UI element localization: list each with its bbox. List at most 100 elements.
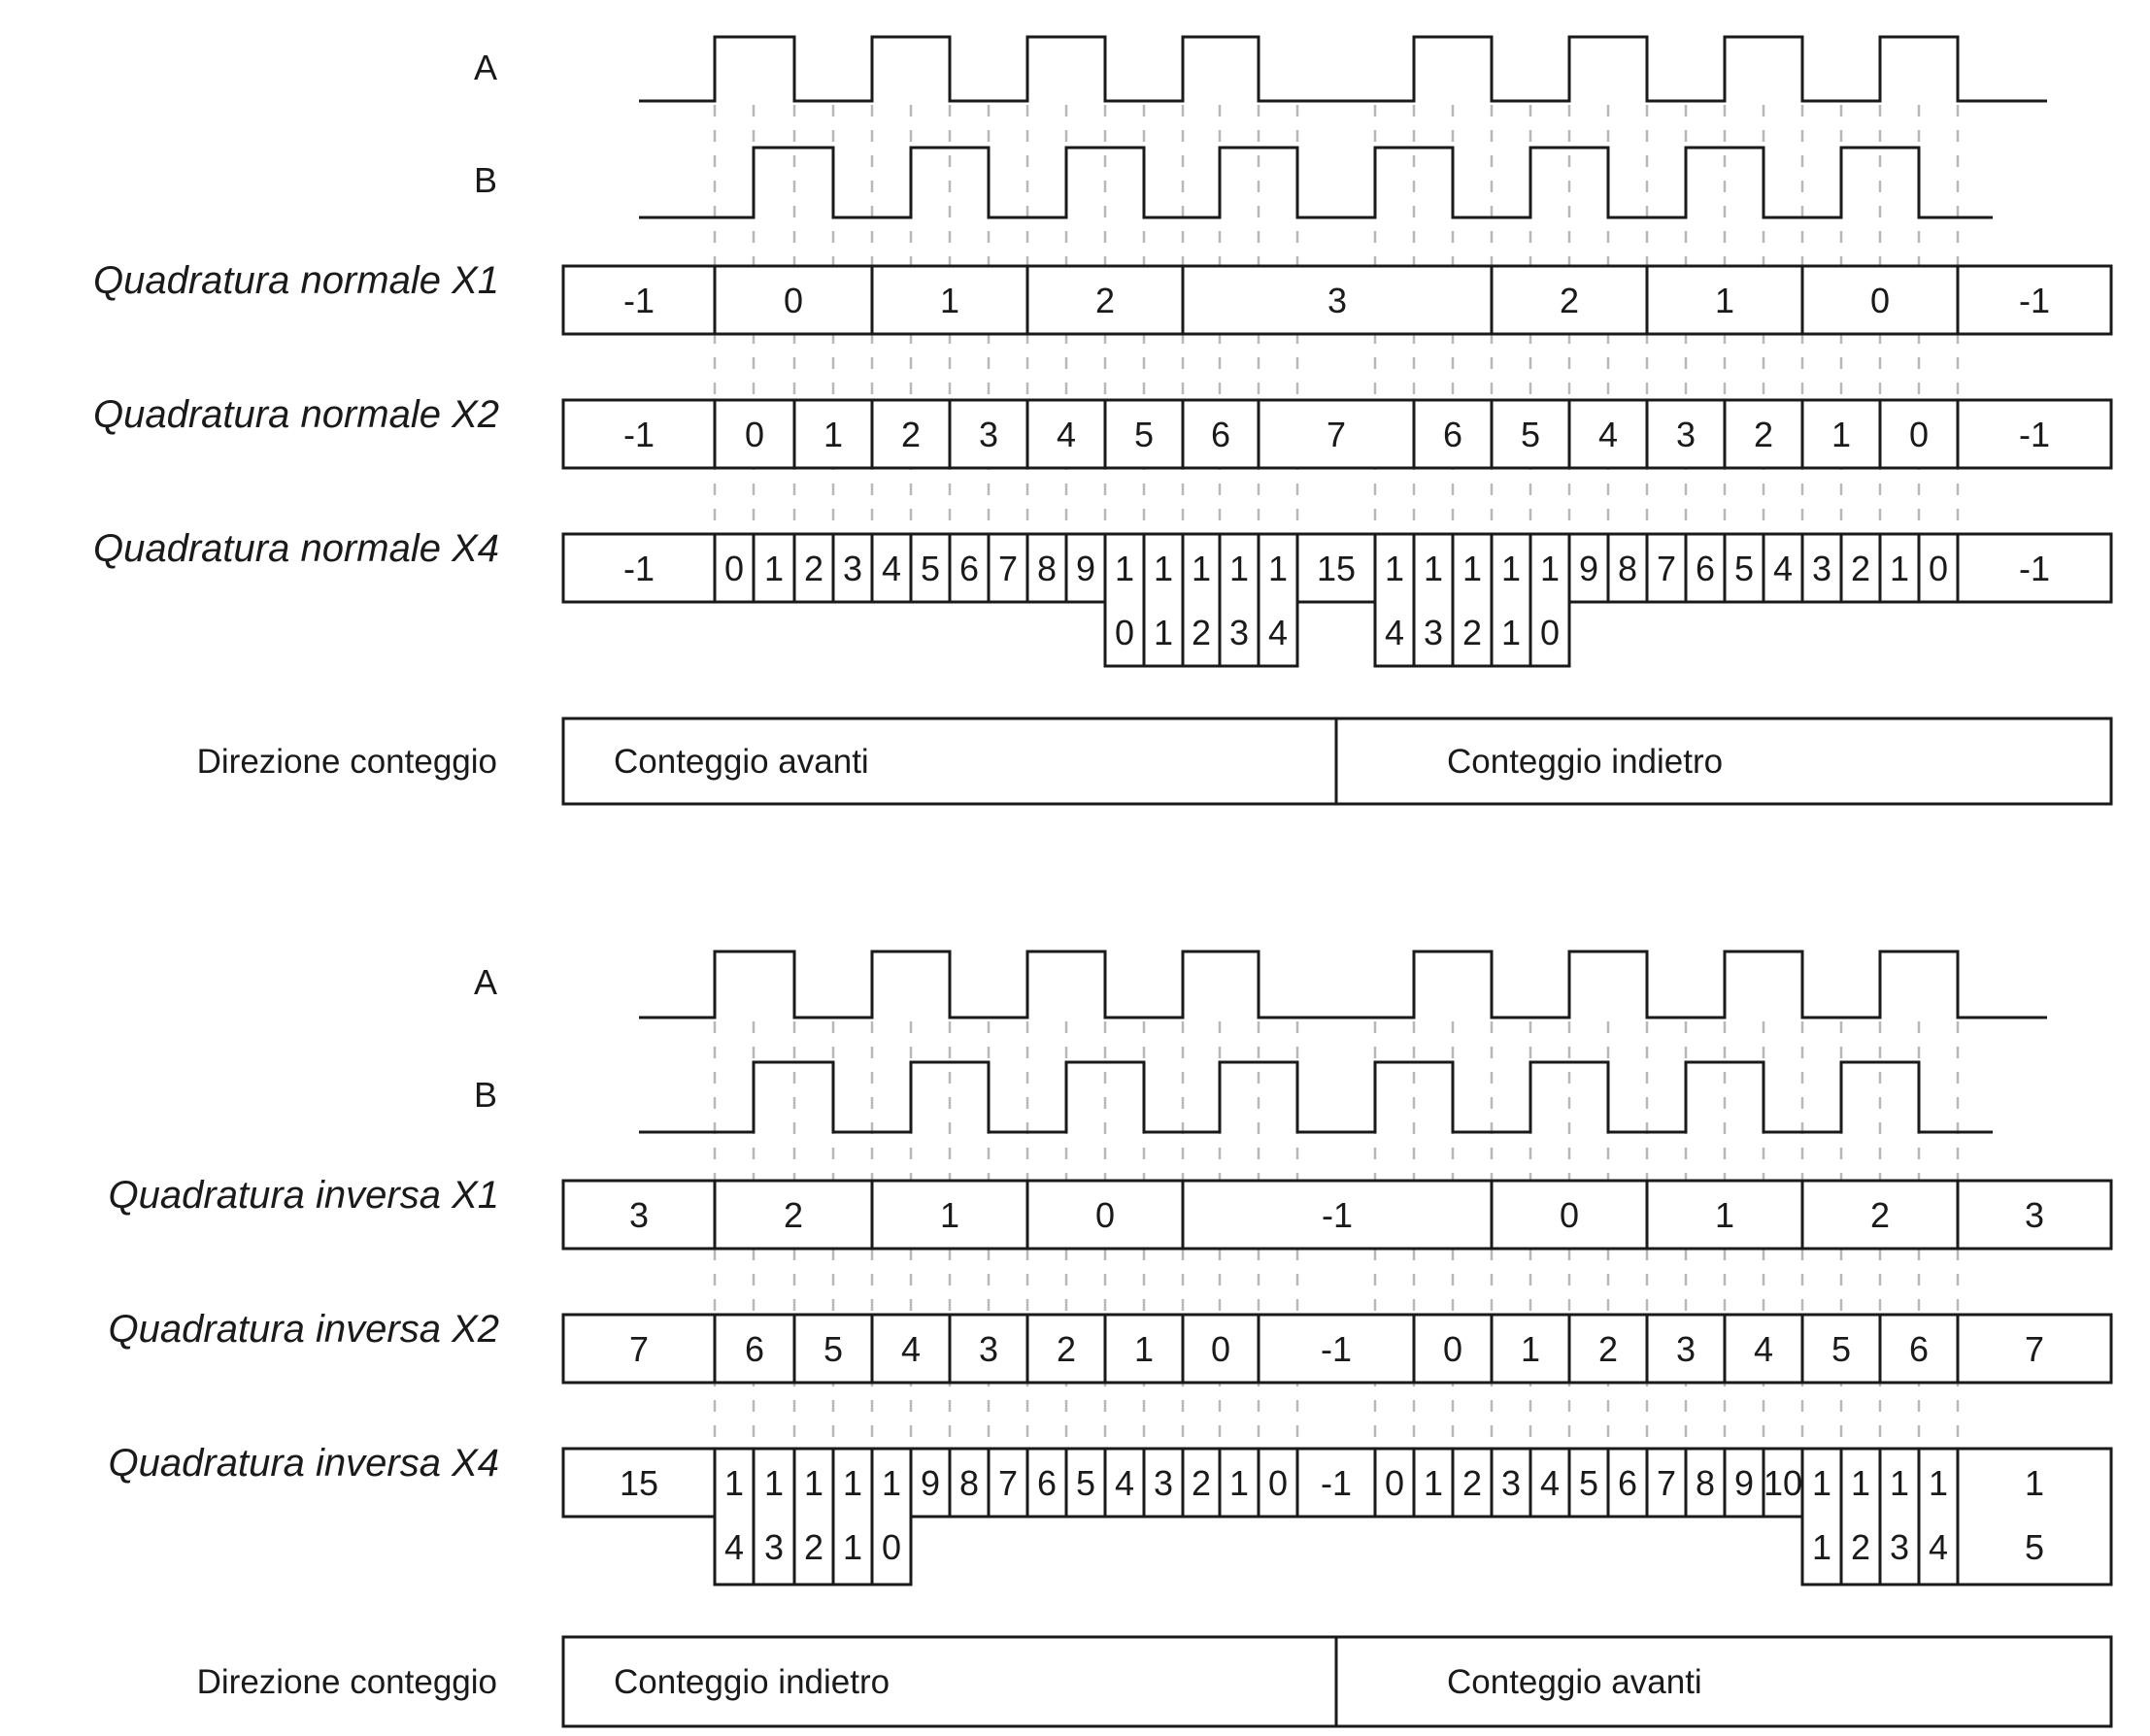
count-cell-second-digit: 2 bbox=[1462, 613, 1482, 652]
count-cell: 3 bbox=[1327, 281, 1347, 320]
count-cell: 0 bbox=[724, 549, 744, 588]
count-row-label: Quadratura inversa X2 bbox=[109, 1308, 499, 1351]
count-cell: 3 bbox=[1676, 415, 1696, 454]
count-cell: 3 bbox=[1154, 1463, 1173, 1503]
count-cell: 9 bbox=[1734, 1463, 1754, 1503]
count-cell: 1 bbox=[1115, 549, 1134, 588]
count-cell: -1 bbox=[1322, 1195, 1353, 1235]
count-cell: 8 bbox=[1618, 549, 1637, 588]
count-cell: 5 bbox=[1521, 415, 1540, 454]
two-digit-extension bbox=[1103, 532, 1299, 668]
direction-label: Direzione conteggio bbox=[197, 743, 497, 781]
count-cell-second-digit: 1 bbox=[1501, 613, 1521, 652]
direction-label: Direzione conteggio bbox=[197, 1663, 497, 1701]
count-cell: 4 bbox=[1115, 1463, 1134, 1503]
count-cell: 1 bbox=[1715, 281, 1734, 320]
count-cell: -1 bbox=[623, 281, 655, 320]
count-cell-second-digit: 1 bbox=[1812, 1527, 1831, 1567]
signal-b-waveform bbox=[639, 1060, 1993, 1134]
count-cell: -1 bbox=[2019, 415, 2050, 454]
two-digit-extension bbox=[713, 1447, 913, 1586]
count-cell: 2 bbox=[1870, 1195, 1890, 1235]
count-cell: 1 bbox=[843, 1463, 862, 1503]
signal-b-waveform bbox=[639, 146, 1993, 219]
count-cell: 5 bbox=[1579, 1463, 1598, 1503]
count-cell: 5 bbox=[1734, 549, 1754, 588]
count-cell: 3 bbox=[1812, 549, 1831, 588]
count-cell: 6 bbox=[1909, 1329, 1929, 1369]
count-cell: 2 bbox=[784, 1195, 803, 1235]
direction-second: Conteggio avanti bbox=[1447, 1663, 1702, 1701]
count-cell: 4 bbox=[1754, 1329, 1773, 1369]
count-cell: 4 bbox=[1598, 415, 1618, 454]
count-cell: 7 bbox=[2025, 1329, 2044, 1369]
count-cell: 1 bbox=[1521, 1329, 1540, 1369]
count-cell: 15 bbox=[620, 1463, 658, 1503]
count-cell-second-digit: 0 bbox=[1115, 613, 1134, 652]
count-cell: 2 bbox=[1560, 281, 1579, 320]
count-row-label: Quadratura normale X2 bbox=[93, 393, 499, 436]
count-cell: 4 bbox=[1773, 549, 1793, 588]
count-cell: 6 bbox=[1696, 549, 1715, 588]
count-cell-second-digit: 2 bbox=[804, 1527, 823, 1567]
count-cell: 1 bbox=[823, 415, 843, 454]
count-cell: 3 bbox=[629, 1195, 649, 1235]
count-cell: 1 bbox=[1268, 549, 1288, 588]
count-row-label: Quadratura inversa X4 bbox=[109, 1442, 499, 1485]
count-cell: 7 bbox=[1327, 415, 1346, 454]
count-cell: -1 bbox=[1321, 1463, 1352, 1503]
count-cell: 5 bbox=[921, 549, 940, 588]
count-cell-second-digit: 1 bbox=[1154, 613, 1173, 652]
count-cell: -1 bbox=[623, 415, 655, 454]
count-cell: 6 bbox=[1618, 1463, 1637, 1503]
signal-a-label: A bbox=[474, 48, 497, 87]
count-cell: 6 bbox=[1037, 1463, 1057, 1503]
count-cell-second-digit: 3 bbox=[1890, 1527, 1909, 1567]
count-cell: 0 bbox=[784, 281, 803, 320]
count-cell: -1 bbox=[623, 549, 655, 588]
count-row-label: Quadratura inversa X1 bbox=[109, 1174, 499, 1217]
count-cell: 8 bbox=[959, 1463, 979, 1503]
signal-b-label: B bbox=[474, 160, 497, 200]
count-cell: 0 bbox=[1909, 415, 1929, 454]
count-row-label: Quadratura normale X1 bbox=[93, 259, 499, 302]
count-cell: 1 bbox=[1134, 1329, 1154, 1369]
count-cell: 0 bbox=[1443, 1329, 1462, 1369]
count-cell: 3 bbox=[843, 549, 862, 588]
count-cell: 2 bbox=[1462, 1463, 1482, 1503]
count-cell: -1 bbox=[2019, 281, 2050, 320]
count-cell: 1 bbox=[1229, 549, 1249, 588]
direction-first: Conteggio avanti bbox=[614, 743, 869, 781]
count-cell: 9 bbox=[1076, 549, 1095, 588]
count-cell: 0 bbox=[1385, 1463, 1404, 1503]
direction-first: Conteggio indietro bbox=[614, 1663, 890, 1701]
count-cell: 0 bbox=[1560, 1195, 1579, 1235]
count-cell: 2 bbox=[1851, 549, 1870, 588]
count-cell: 7 bbox=[998, 549, 1018, 588]
count-cell: 0 bbox=[1268, 1463, 1288, 1503]
count-cell: 1 bbox=[1540, 549, 1560, 588]
count-cell: 6 bbox=[1211, 415, 1230, 454]
count-cell: 1 bbox=[1715, 1195, 1734, 1235]
count-cell: 6 bbox=[959, 549, 979, 588]
count-cell-second-digit: 0 bbox=[1540, 613, 1560, 652]
count-cell: 8 bbox=[1696, 1463, 1715, 1503]
count-cell: 1 bbox=[1385, 549, 1404, 588]
count-cell: 1 bbox=[724, 1463, 744, 1503]
count-cell-second-digit: 1 bbox=[843, 1527, 862, 1567]
count-cell: 1 bbox=[1154, 549, 1173, 588]
count-cell: 2 bbox=[1754, 415, 1773, 454]
count-cell: 7 bbox=[1657, 549, 1676, 588]
count-cell-second-digit: 4 bbox=[724, 1527, 744, 1567]
count-cell-second-digit: 5 bbox=[2025, 1527, 2044, 1567]
count-cell: 1 bbox=[1462, 549, 1482, 588]
count-cell-second-digit: 3 bbox=[764, 1527, 784, 1567]
count-row-frame bbox=[561, 532, 2113, 604]
count-cell: 2 bbox=[1598, 1329, 1618, 1369]
count-cell-second-digit: 4 bbox=[1268, 613, 1288, 652]
